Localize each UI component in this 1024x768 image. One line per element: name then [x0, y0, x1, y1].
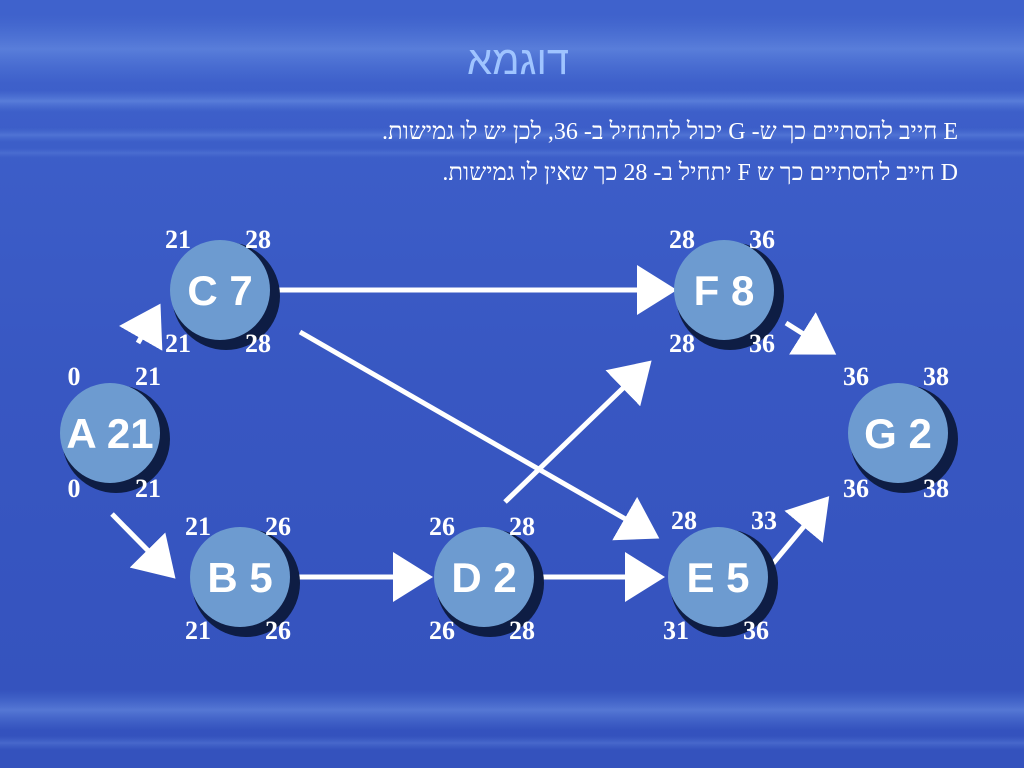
node-f-es: 28	[669, 225, 695, 254]
node-a-lf: 21	[135, 474, 161, 503]
node-f-ls: 28	[669, 329, 695, 358]
arrow-a-to-c	[118, 303, 163, 351]
node-g-ef: 38	[923, 362, 949, 391]
node-d-ls: 26	[429, 616, 455, 645]
node-d-label: D 2	[451, 554, 516, 601]
node-c-ls: 21	[165, 329, 191, 358]
node-c-ef: 28	[245, 225, 271, 254]
node-b: B 5 21 26 21 26	[185, 512, 300, 645]
node-e-lf: 36	[743, 616, 769, 645]
slide-title: דוגמא	[467, 39, 569, 83]
node-c: C 7 21 28 21 28	[165, 225, 280, 358]
node-e: E 5 28 33 31 36	[663, 506, 778, 645]
node-a-label: A 21	[66, 410, 153, 457]
node-e-es: 28	[671, 506, 697, 535]
arrow-a-to-b	[110, 512, 176, 579]
node-f-lf: 36	[749, 329, 775, 358]
node-g-circle	[848, 383, 948, 483]
node-a: A 21 0 21 0 21	[60, 362, 170, 503]
node-d-circle	[434, 527, 534, 627]
arrow-e-to-g	[768, 496, 830, 569]
node-b-ls: 21	[185, 616, 211, 645]
arrow-d-to-f	[503, 360, 652, 504]
arrow-c-to-e	[298, 329, 660, 541]
node-d: D 2 26 28 26 28	[429, 512, 544, 645]
node-c-lf: 28	[245, 329, 271, 358]
node-g-es: 36	[843, 362, 869, 391]
node-b-ef: 26	[265, 512, 291, 541]
body-line-1: E חייב להסתיים כך ש- G יכול להתחיל ב- 36…	[382, 119, 958, 145]
node-f: F 8 28 36 28 36	[669, 225, 784, 358]
node-c-es: 21	[165, 225, 191, 254]
node-g: G 2 36 38 36 38	[843, 362, 958, 503]
node-c-circle	[170, 240, 270, 340]
node-e-ef: 33	[751, 506, 777, 535]
node-d-lf: 28	[509, 616, 535, 645]
node-e-label: E 5	[686, 554, 749, 601]
node-a-ls: 0	[68, 474, 81, 503]
node-g-label: G 2	[864, 410, 932, 457]
node-g-lf: 38	[923, 474, 949, 503]
node-f-label: F 8	[694, 267, 755, 314]
node-d-es: 26	[429, 512, 455, 541]
node-b-circle	[190, 527, 290, 627]
node-a-es: 0	[68, 362, 81, 391]
node-e-ls: 31	[663, 616, 689, 645]
node-f-ef: 36	[749, 225, 775, 254]
network-edges	[110, 265, 837, 602]
decorative-bands	[0, 14, 1024, 750]
node-e-circle	[668, 527, 768, 627]
node-c-label: C 7	[187, 267, 252, 314]
node-b-label: B 5	[207, 554, 272, 601]
node-b-lf: 26	[265, 616, 291, 645]
node-d-ef: 28	[509, 512, 535, 541]
node-a-ef: 21	[135, 362, 161, 391]
body-line-2: D חייב להסתיים כך ש F יתחיל ב- 28 כך שאי…	[442, 160, 958, 186]
node-a-circle	[60, 383, 160, 483]
node-f-circle	[674, 240, 774, 340]
node-g-ls: 36	[843, 474, 869, 503]
node-b-es: 21	[185, 512, 211, 541]
arrow-f-to-g	[784, 312, 837, 355]
network-nodes: A 21 0 21 0 21 C 7 21 28 21 28 B 5 21 26 21 26 D 2 26 28 2…	[60, 225, 958, 645]
